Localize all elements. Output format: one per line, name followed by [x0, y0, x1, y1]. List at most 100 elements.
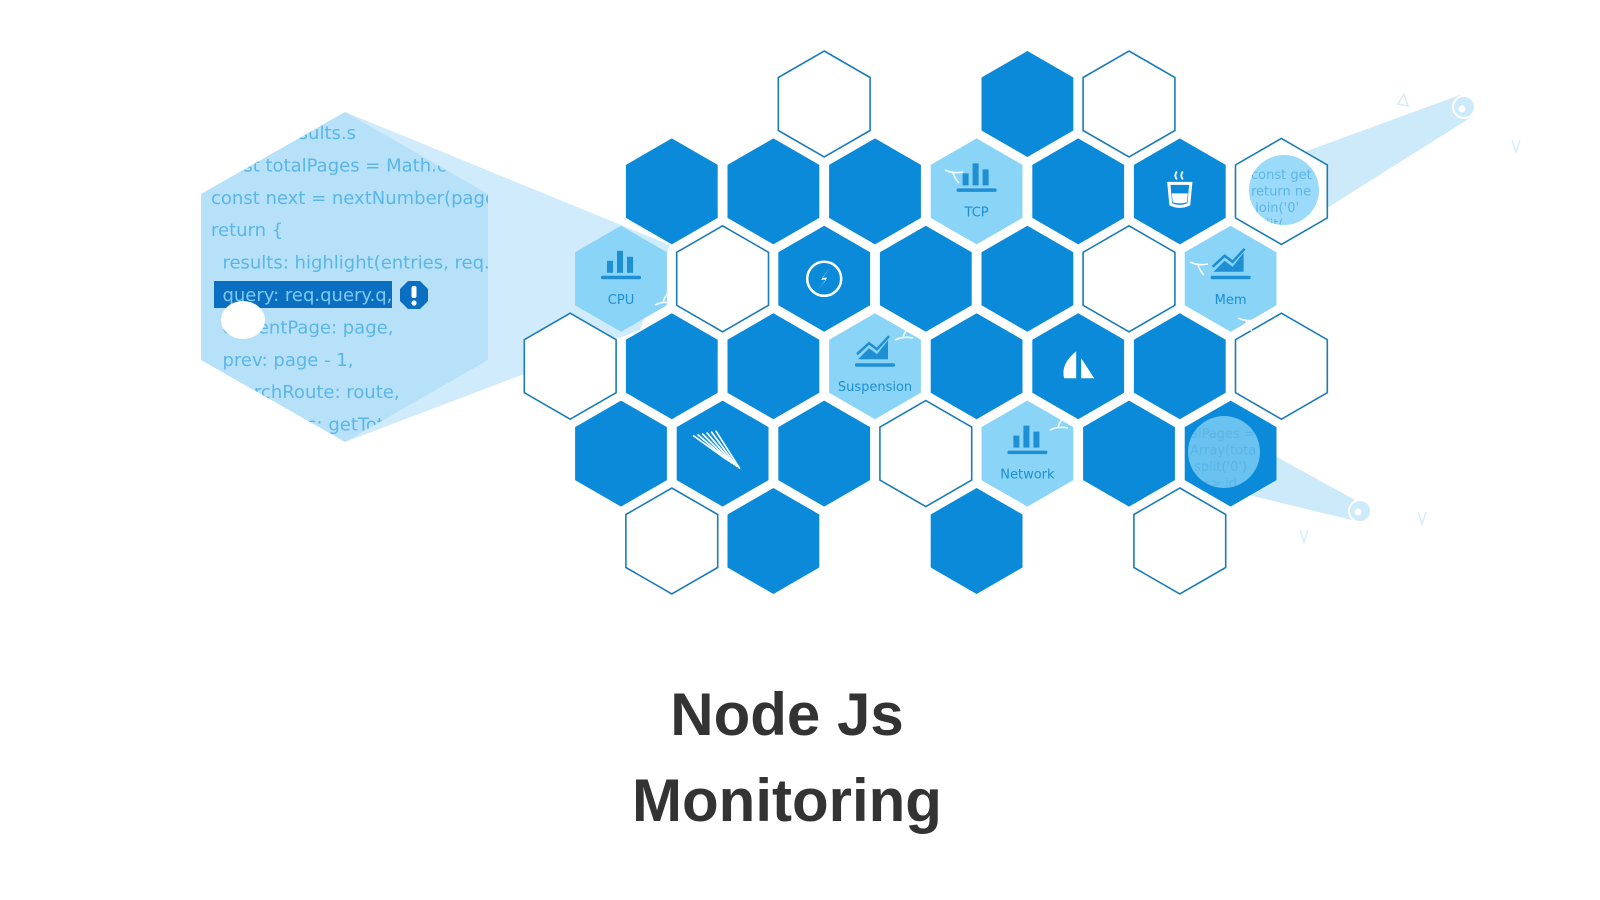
hexagon	[727, 138, 820, 245]
hex-tile	[1032, 313, 1125, 420]
hex-tile	[1133, 138, 1226, 245]
code-line: totalPages: getTot	[211, 415, 384, 436]
hex-tile	[676, 400, 769, 507]
hex-tile	[625, 313, 718, 420]
code-line: Array(tota	[1190, 444, 1256, 459]
code-line: const totalPages = Math.c	[211, 155, 447, 176]
hex-tile	[625, 487, 719, 595]
eye-icon-bottom	[1348, 499, 1372, 523]
cursor-blob	[221, 301, 265, 339]
hex-tile	[981, 225, 1074, 332]
hex-tile	[727, 488, 820, 594]
hexagon	[1083, 400, 1175, 507]
hex-label: Suspension	[838, 380, 912, 395]
code-line: query: req.query.q,	[211, 285, 392, 306]
hex-tile	[1234, 312, 1329, 421]
hex-tile-tcp: TCP	[930, 138, 1023, 245]
hex-tile	[727, 138, 820, 245]
hexagon	[1133, 313, 1226, 420]
hex-tile	[981, 51, 1074, 157]
hexagon	[1082, 50, 1176, 158]
hex-label: CPU	[608, 293, 634, 308]
code-line: alPages =	[1190, 427, 1255, 442]
hex-tile	[829, 138, 921, 245]
code-panel-hexagon	[201, 112, 488, 442]
code-line: ) => id	[1190, 477, 1237, 492]
hexagon	[829, 138, 921, 245]
crack-decorations	[654, 169, 1257, 431]
hex-tile	[879, 399, 973, 508]
area-chart-icon	[1210, 247, 1251, 280]
hexagon	[777, 50, 871, 158]
hex-tile-mem: Mem	[1184, 225, 1277, 332]
hex-tile	[625, 138, 718, 245]
svg-text:alPages =Array(tota.split('0'): alPages = Array(tota.split('0') ) => id	[1190, 427, 1256, 492]
hex-tile-suspension: Suspension	[829, 313, 921, 420]
code-line: const s.results.s	[211, 123, 356, 144]
magnifier-bottom-right: alPages = Array(tota.split('0') ) => id	[1188, 416, 1260, 492]
code-line: .join('0'	[1251, 201, 1299, 216]
hexagon	[1133, 138, 1226, 245]
hexagon	[727, 313, 820, 420]
hexagon	[575, 400, 667, 507]
hexagon	[1133, 487, 1227, 595]
hexagon	[1032, 313, 1125, 420]
eye-icon-top	[1452, 95, 1476, 119]
hex-tile	[675, 224, 770, 333]
bar-chart-icon	[601, 250, 641, 280]
hexagon	[981, 51, 1074, 157]
page-title-line-2: Monitoring	[632, 767, 942, 834]
code-line: .split('0')	[1190, 460, 1247, 475]
hex-tile	[1133, 313, 1226, 420]
hex-tile	[727, 313, 820, 420]
code-line: const get	[1251, 168, 1312, 183]
hexagon	[879, 399, 973, 508]
bar-chart-icon	[956, 163, 997, 192]
code-line: prev: page - 1,	[211, 350, 353, 371]
hex-tile	[879, 225, 972, 332]
hexagon	[930, 313, 1023, 420]
hex-tile	[778, 400, 871, 507]
hex-label: TCP	[964, 205, 989, 220]
hexagon	[930, 488, 1023, 594]
hexagon	[778, 400, 871, 507]
decorative-marks	[1299, 92, 1521, 545]
hexagon	[879, 225, 972, 332]
coffee-cup-icon	[1167, 170, 1193, 208]
code-line: const next = nextNumber(page	[211, 188, 496, 209]
hexagon	[1082, 224, 1176, 333]
hex-tile	[778, 225, 871, 332]
comet-icon	[692, 430, 741, 470]
area-chart-icon	[855, 335, 895, 367]
sail-icon	[1063, 351, 1095, 379]
bar-chart-icon	[1007, 425, 1048, 455]
hex-tile	[1083, 400, 1175, 507]
hex-tile	[1032, 138, 1125, 245]
code-line: return ne	[1251, 185, 1311, 200]
hex-label: Mem	[1215, 293, 1247, 308]
hex-tile	[930, 313, 1023, 420]
hexagon	[1234, 312, 1329, 421]
hexagon	[1032, 138, 1125, 245]
exclamation-octagon-icon	[400, 281, 428, 309]
hex-tile	[777, 50, 871, 158]
hexagon	[981, 225, 1074, 332]
hex-tile	[1133, 487, 1227, 595]
hexagon	[625, 313, 718, 420]
hexagon	[625, 138, 718, 245]
hexagon	[675, 224, 770, 333]
hex-label: Network	[1000, 468, 1055, 483]
hex-tile	[930, 488, 1023, 594]
hexagon	[523, 312, 617, 421]
page-title-line-1: Node Js	[670, 681, 904, 748]
hex-tile	[1082, 50, 1176, 158]
hex-tile-cpu: CPU	[575, 225, 667, 332]
lightning-circle-icon	[805, 260, 843, 298]
hex-tile	[523, 312, 617, 421]
hex-tile	[1082, 224, 1176, 333]
hexagon	[625, 487, 719, 595]
